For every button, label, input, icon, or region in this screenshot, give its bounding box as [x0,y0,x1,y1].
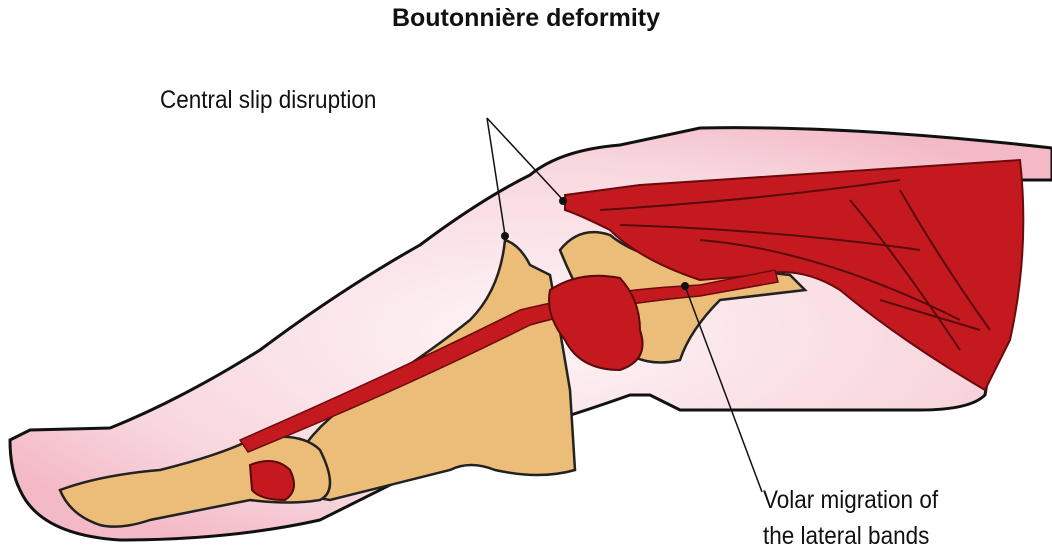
distal-phalanx [58,435,332,528]
pointer-dot [501,232,509,240]
label-volar-line1: Volar migration of [763,486,939,514]
pointer-dot [681,282,689,290]
label-central-slip: Central slip disruption [160,86,377,114]
lateral-band [238,269,779,453]
extensor-muscle [564,158,1025,392]
diagram-title: Boutonnière deformity [391,4,661,32]
pointer-dot [559,197,567,205]
pip-tendon-bundle [548,274,644,372]
muscle-striations [599,179,991,351]
leader-lines [486,117,763,493]
dip-tendon-bundle [248,460,295,502]
label-volar-line2: the lateral bands [763,522,930,550]
